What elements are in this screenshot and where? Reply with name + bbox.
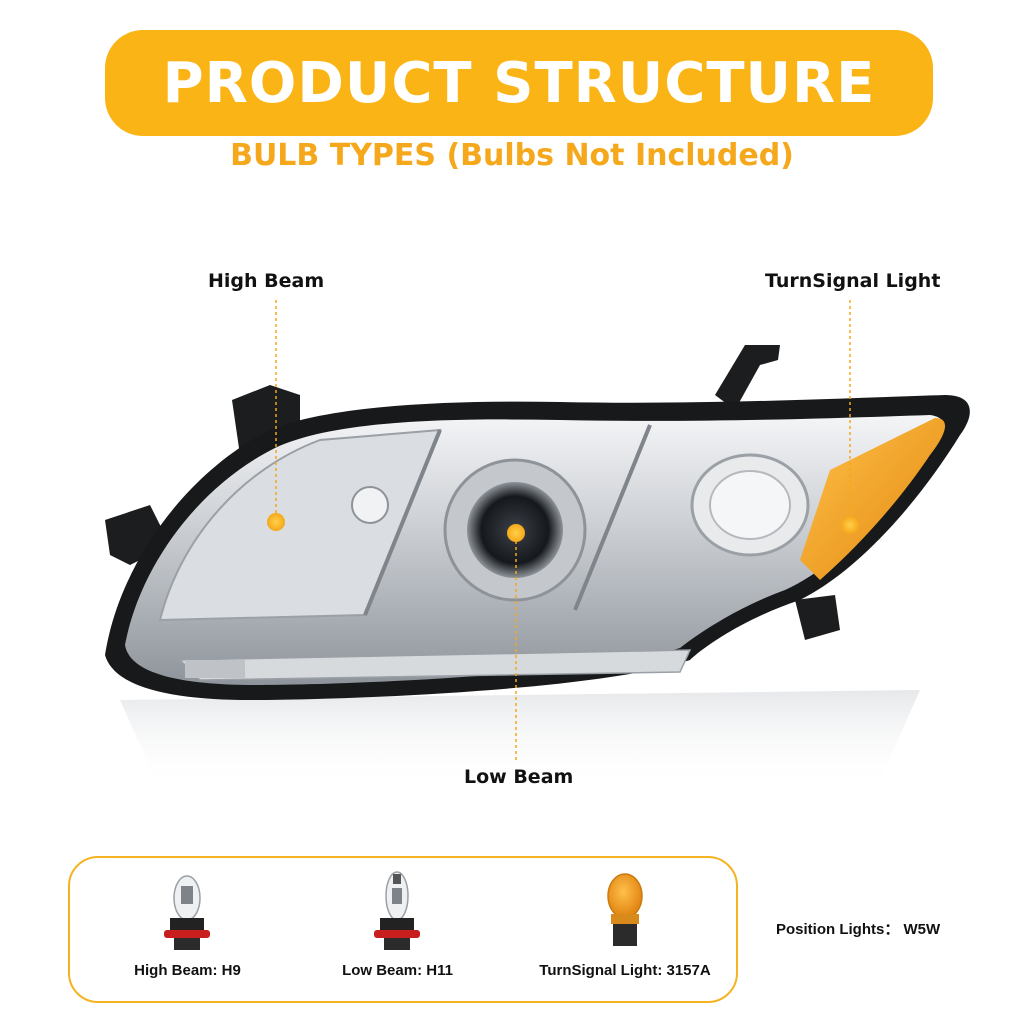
- bulb-label: Low Beam: H11: [342, 962, 453, 979]
- 3157a-bulb-icon: [607, 873, 643, 946]
- bulb-types-panel: High Beam: H9 Low Beam: H11 TurnSigna: [68, 856, 738, 1003]
- high-beam-dot: [267, 513, 285, 531]
- reflection: [120, 690, 920, 790]
- high-beam-label: High Beam: [208, 270, 325, 292]
- side-marker: [185, 660, 245, 678]
- bulb-item-low-beam: Low Beam: H11: [310, 858, 485, 1005]
- mount-bracket: [715, 345, 780, 410]
- divider: [573, 424, 652, 611]
- divider: [363, 429, 442, 616]
- low-beam-dot: [507, 524, 525, 542]
- bulb-label: TurnSignal Light: 3157A: [539, 962, 711, 979]
- page-subtitle: BULB TYPES (Bulbs Not Included): [230, 138, 794, 173]
- turn-signal-lens: [800, 418, 946, 580]
- position-lights-label: Position Lights： W5W: [776, 921, 941, 938]
- bulb-item-turn-signal: TurnSignal Light: 3157A: [525, 858, 725, 1005]
- turn-signal-dot: [841, 516, 859, 534]
- round-reflector-inner: [709, 470, 791, 540]
- connector: [795, 595, 840, 640]
- turn-signal-label: TurnSignal Light: [765, 270, 941, 292]
- h11-bulb-icon: [374, 871, 420, 950]
- bulb-socket: [351, 486, 389, 524]
- high-beam-reflector: [158, 428, 442, 622]
- low-beam-label: Low Beam: [464, 766, 574, 788]
- bulb-item-high-beam: High Beam: H9: [100, 858, 275, 1005]
- h9-bulb-icon: [164, 875, 210, 950]
- page-title: PRODUCT STRUCTURE: [162, 50, 876, 116]
- title-banner: PRODUCT STRUCTURE: [105, 30, 933, 136]
- bulb-label: High Beam: H9: [134, 962, 241, 979]
